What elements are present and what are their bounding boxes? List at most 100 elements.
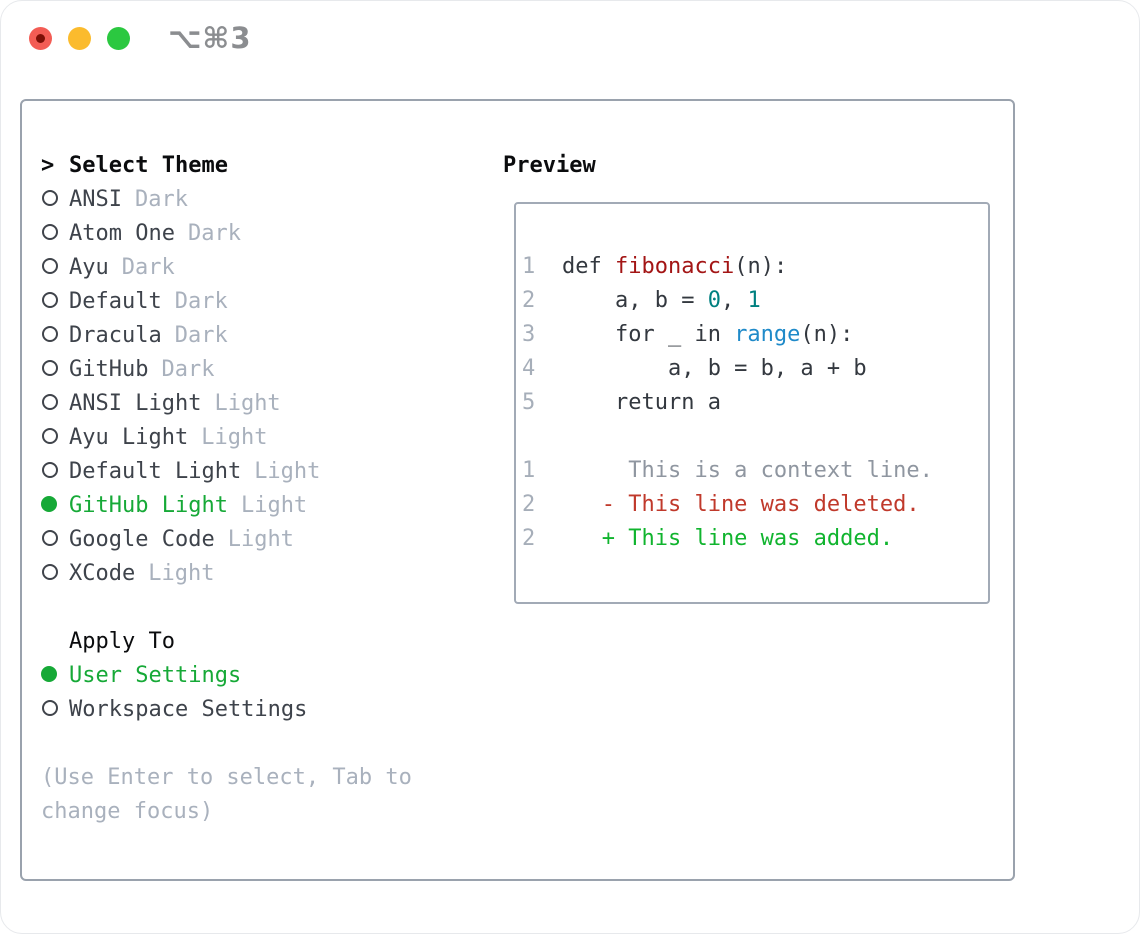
- line-number: 2: [522, 526, 536, 551]
- minimize-button[interactable]: [68, 27, 91, 50]
- theme-option-label: Google Code: [69, 527, 215, 552]
- apply-to-header-label: Apply To: [69, 629, 175, 654]
- radio-unselected-icon: [41, 183, 69, 217]
- outline-circle-icon: [42, 258, 58, 274]
- code-text: a, b = 0, 1: [562, 288, 761, 313]
- outline-circle-icon: [42, 428, 58, 444]
- spacer-row: [41, 727, 481, 761]
- theme-option[interactable]: Default Dark: [41, 285, 481, 319]
- select-theme-header: > Select Theme: [41, 149, 481, 183]
- radio-selected-icon: [41, 659, 69, 693]
- outline-circle-icon: [42, 292, 58, 308]
- theme-option[interactable]: Dracula Dark: [41, 319, 481, 353]
- preview-code-line: 3 for _ in range(n):: [522, 318, 988, 352]
- code-segment: fibonacci: [614, 254, 735, 279]
- radio-unselected-icon: [41, 557, 69, 591]
- theme-variant-badge: Dark: [134, 187, 188, 212]
- theme-option-label: Default: [69, 289, 162, 314]
- preview-code-line: 5 return a: [522, 386, 988, 420]
- theme-option[interactable]: Ayu Dark: [41, 251, 481, 285]
- line-number: 2: [522, 492, 536, 517]
- code-segment: range: [734, 322, 801, 347]
- theme-variant-badge: Light: [148, 561, 215, 586]
- theme-option-label: ANSI: [69, 187, 122, 212]
- theme-option[interactable]: ANSI Dark: [41, 183, 481, 217]
- help-text-line1: (Use Enter to select, Tab to: [41, 765, 412, 790]
- filled-circle-icon: [41, 496, 57, 512]
- radio-unselected-icon: [41, 251, 69, 285]
- radio-unselected-icon: [41, 285, 69, 319]
- theme-variant-badge: Dark: [121, 255, 175, 280]
- theme-option[interactable]: XCode Light: [41, 557, 481, 591]
- code-segment: This is a context line.: [562, 458, 933, 483]
- preview-code-line: 2 - This line was deleted.: [522, 488, 988, 522]
- preview-code-line: 4 a, b = b, a + b: [522, 352, 988, 386]
- theme-variant-badge: Light: [227, 527, 294, 552]
- apply-to-option-label: Workspace Settings: [69, 697, 308, 722]
- code-text: a, b = b, a + b: [562, 356, 867, 381]
- preview-code-line: 1 This is a context line.: [522, 454, 988, 488]
- theme-option-label: XCode: [69, 561, 136, 586]
- code-segment: return a: [562, 390, 721, 415]
- window-title: ⌥⌘3: [168, 21, 252, 55]
- outline-circle-icon: [42, 190, 58, 206]
- code-text: + This line was added.: [562, 526, 893, 551]
- theme-option-label: ANSI Light: [69, 391, 202, 416]
- radio-unselected-icon: [41, 421, 69, 455]
- apply-to-option[interactable]: Workspace Settings: [41, 693, 481, 727]
- theme-option-label: Ayu: [69, 255, 109, 280]
- close-button[interactable]: [29, 27, 52, 50]
- theme-option-label: Dracula: [69, 323, 162, 348]
- spacer-row: [41, 591, 481, 625]
- code-segment: 0: [707, 288, 721, 313]
- theme-option-label: GitHub Light: [69, 493, 228, 518]
- radio-unselected-icon: [41, 319, 69, 353]
- code-segment: ,: [720, 288, 748, 313]
- line-number: 1: [522, 254, 536, 279]
- filled-circle-icon: [41, 666, 57, 682]
- preview-code-line: 2 a, b = 0, 1: [522, 284, 988, 318]
- theme-variant-badge: Dark: [174, 323, 228, 348]
- code-segment: (n):: [800, 322, 854, 347]
- theme-option[interactable]: GitHub Light Light: [41, 489, 481, 523]
- theme-option-label: Default Light: [69, 459, 242, 484]
- cursor-arrow-icon: >: [41, 153, 55, 178]
- preview-code-line: 2 + This line was added.: [522, 522, 988, 556]
- line-number: 3: [522, 322, 536, 347]
- line-number: 5: [522, 390, 536, 415]
- outline-circle-icon: [42, 462, 58, 478]
- radio-unselected-icon: [41, 217, 69, 251]
- radio-selected-icon: [41, 489, 69, 523]
- code-segment: a, b = b, a + b: [562, 356, 867, 381]
- radio-unselected-icon: [41, 353, 69, 387]
- outline-circle-icon: [42, 394, 58, 410]
- code-text: - This line was deleted.: [562, 492, 920, 517]
- apply-to-option[interactable]: User Settings: [41, 659, 481, 693]
- titlebar: ⌥⌘3: [1, 1, 1139, 75]
- select-theme-header-label: Select Theme: [69, 153, 228, 178]
- code-segment: + This line was added.: [562, 526, 894, 551]
- code-segment: 1: [747, 288, 761, 313]
- code-text: This is a context line.: [562, 458, 933, 483]
- outline-circle-icon: [42, 224, 58, 240]
- zoom-button[interactable]: [107, 27, 130, 50]
- theme-variant-badge: Light: [240, 493, 308, 518]
- theme-variant-badge: Dark: [174, 289, 228, 314]
- theme-option-label: Ayu Light: [69, 425, 189, 450]
- preview-code-line: 1 def fibonacci(n):: [522, 250, 988, 284]
- line-number: 2: [522, 288, 536, 313]
- close-button-dot-icon: [36, 34, 45, 43]
- code-text: def fibonacci(n):: [562, 254, 787, 279]
- theme-option[interactable]: Google Code Light: [41, 523, 481, 557]
